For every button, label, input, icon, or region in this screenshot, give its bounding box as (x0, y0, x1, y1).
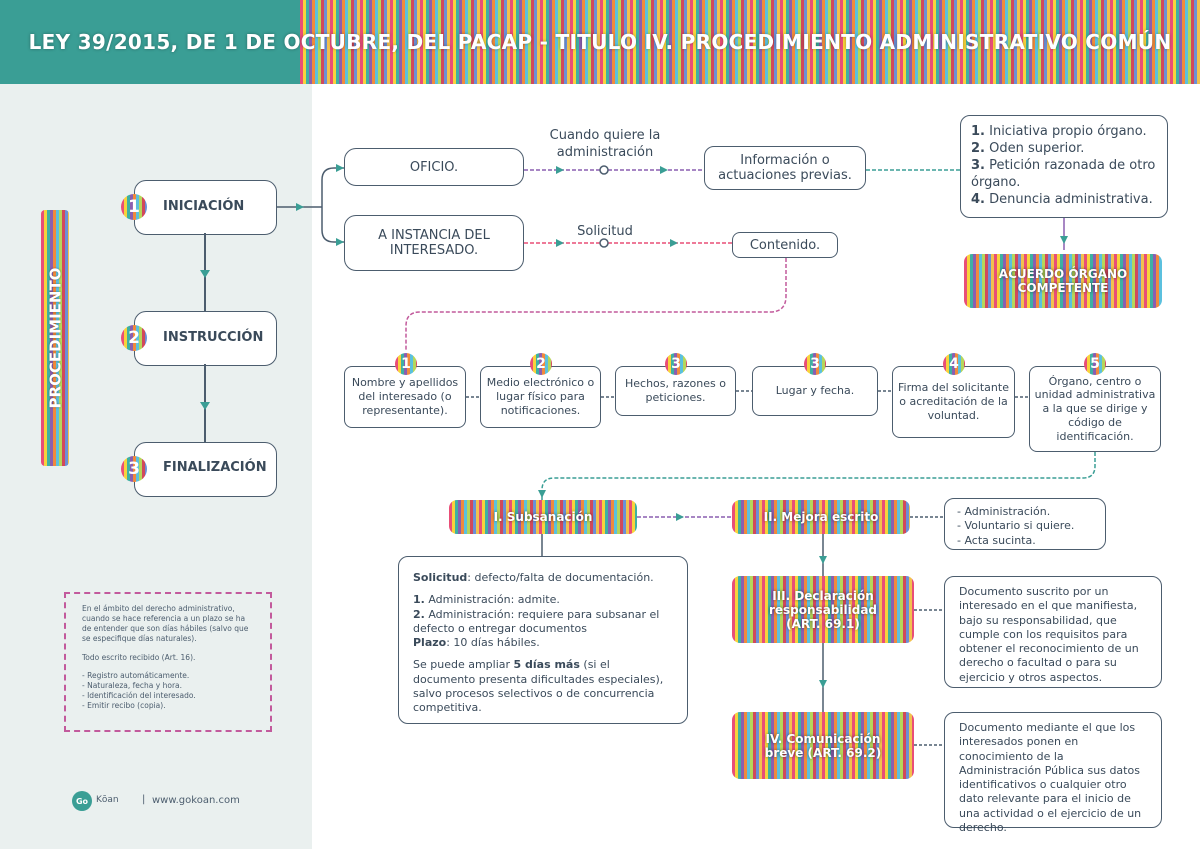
mejora-detail-box: - Administración. - Voluntario si quiere… (944, 498, 1106, 550)
list-item: 2. Oden superior. (971, 140, 1085, 156)
informacion-box: Información o actuaciones previas. (704, 146, 866, 190)
step-instruccion-label: INSTRUCCIÓN (163, 330, 264, 345)
arrow-down-icon (200, 270, 210, 278)
step-iniciacion-label: INICIACIÓN (163, 199, 245, 214)
gokoan-logo: Go (72, 791, 92, 811)
step-2-number: 2 (121, 325, 147, 351)
brand-separator: | (142, 794, 146, 805)
note-paragraph-2: Todo escrito recibido (Art. 16). (82, 652, 196, 662)
list-item: - Acta sucinta. (957, 533, 1036, 547)
note-box: En el ámbito del derecho administrativo,… (64, 592, 272, 732)
contenido-item-1: Nombre y apellidos del interesado (o rep… (344, 366, 466, 428)
contenido-item-6: Órgano, centro o unidad administrativa a… (1029, 366, 1161, 452)
step-finalizacion-box (134, 442, 277, 497)
list-item: - Voluntario si quiere. (957, 519, 1075, 533)
oficio-box: OFICIO. (344, 148, 524, 186)
page-title: LEY 39/2015, DE 1 DE OCTUBRE, DEL PACAP … (28, 30, 1172, 54)
comunicacion-detail-box: Documento mediante el que los interesado… (944, 712, 1162, 834)
contenido-item-4-number: 3 (804, 353, 826, 375)
contenido-box: Contenido. (732, 232, 838, 258)
subsanacion-plazo: Plazo: 10 días hábiles. (413, 636, 540, 650)
header-teal-block (0, 0, 300, 84)
step-1-number: 1 (121, 194, 147, 220)
step-iniciacion-box (134, 180, 277, 235)
procedimiento-bar (41, 210, 69, 466)
subsanacion-detail-box: Solicitud: defecto/falta de documentació… (398, 556, 688, 724)
note-item: - Identificación del interesado. (82, 690, 196, 700)
contenido-item-5-number: 4 (943, 353, 965, 375)
note-item: - Emitir recibo (copia). (82, 701, 166, 710)
subsanacion-solicitud: Solicitud: defecto/falta de documentació… (413, 571, 654, 584)
contenido-item-3-number: 3 (665, 353, 687, 375)
declaracion-box: III. Declaración responsabilidad (ART. 6… (732, 576, 914, 643)
solicitud-caption: Solicitud (577, 224, 633, 239)
contenido-item-6-number: 5 (1084, 353, 1106, 375)
instancia-box: A INSTANCIA DEL INTERESADO. (344, 215, 524, 271)
declaracion-detail-box: Documento suscrito por un interesado en … (944, 576, 1162, 688)
mejora-box: II. Mejora escrito (732, 500, 910, 534)
arrow-down-icon (200, 402, 210, 410)
iniciativa-list: 1. Iniciativa propio órgano. 2. Oden sup… (960, 115, 1168, 218)
acuerdo-organo-box: ACUERDO ÓRGANO COMPETENTE (964, 254, 1162, 308)
contenido-item-2: Medio electrónico o lugar físico para no… (480, 366, 601, 428)
list-item: 3. Petición razonada de otro órgano. (971, 157, 1156, 190)
subsanacion-box: I. Subsanación (449, 500, 637, 534)
oficio-caption: Cuando quiere la administración (549, 128, 661, 160)
header-stripes (300, 0, 1200, 84)
contenido-item-5: Firma del solicitante o acreditación de … (892, 366, 1015, 438)
contenido-item-1-number: 1 (395, 353, 417, 375)
comunicacion-box: IV. Comunicación breve (ART. 69.2) (732, 712, 914, 779)
note-item: - Registro automáticamente. (82, 670, 190, 680)
step-3-number: 3 (121, 456, 147, 482)
subsanacion-line-2: 2. Administración: requiere para subsana… (413, 607, 660, 635)
list-item: 1. Iniciativa propio órgano. (971, 124, 1147, 139)
list-item: 4. Denuncia administrativa. (971, 191, 1153, 207)
note-item: - Naturaleza, fecha y hora. (82, 680, 183, 690)
brand-name: Kōan (96, 795, 119, 805)
list-item: - Administración. (957, 505, 1051, 518)
step-finalizacion-label: FINALIZACIÓN (163, 460, 267, 475)
subsanacion-line-1: 1. Administración: admite. (413, 593, 560, 607)
header: LEY 39/2015, DE 1 DE OCTUBRE, DEL PACAP … (0, 0, 1200, 84)
note-paragraph-1: En el ámbito del derecho administrativo,… (82, 604, 249, 644)
contenido-item-2-number: 2 (530, 353, 552, 375)
brand-url[interactable]: www.gokoan.com (152, 795, 240, 806)
subsanacion-ampliar: Se puede ampliar 5 días más (si el docum… (413, 658, 664, 715)
